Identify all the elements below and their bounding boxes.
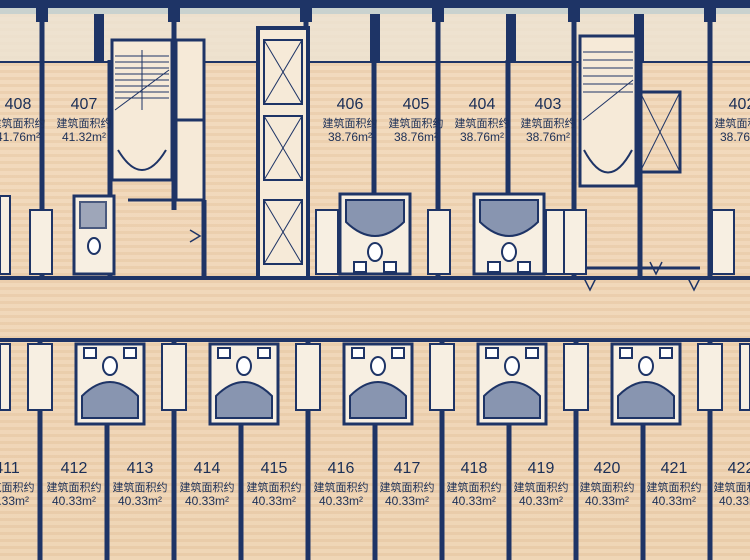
- unit-number: 402: [728, 96, 750, 113]
- unit-number: 407: [70, 96, 98, 113]
- unit-number: 422: [727, 460, 750, 477]
- top-closets: [0, 195, 735, 275]
- unit-area: 40.33m²: [651, 494, 697, 509]
- bottom-fixtures: [83, 347, 673, 376]
- unit-number: 417: [393, 460, 421, 477]
- area-label: 建筑面积约: [322, 118, 378, 131]
- area-label: 建筑面积约: [646, 482, 702, 495]
- stair-core-right: [578, 34, 700, 270]
- elevator-core: [256, 26, 310, 280]
- area-label: 建筑面积约: [246, 482, 302, 495]
- unit-area: 40.33m²: [51, 494, 97, 509]
- balcony-glass-strip: [0, 8, 750, 14]
- unit-number: 403: [534, 96, 562, 113]
- area-label: 建筑面积约: [56, 118, 112, 131]
- unit-number: 406: [336, 96, 364, 113]
- unit-number: 412: [60, 460, 88, 477]
- area-label: 建筑面积约: [46, 482, 102, 495]
- unit-area: 40.33m²: [584, 494, 630, 509]
- area-label: 建筑面积约: [379, 482, 435, 495]
- area-label: 建筑面积约: [513, 482, 569, 495]
- unit-number: 404: [468, 96, 496, 113]
- unit-number: 408: [4, 96, 32, 113]
- area-label: 建筑面积约: [713, 482, 750, 495]
- unit-area: 40.33m²: [318, 494, 364, 509]
- unit-area: 38.76m²: [327, 130, 373, 145]
- stair-core-left: [110, 38, 207, 278]
- area-label: 建筑面积约: [0, 482, 35, 495]
- unit-area: 40.33m²: [518, 494, 564, 509]
- unit-number: 405: [402, 96, 430, 113]
- unit-number: 415: [260, 460, 288, 477]
- unit-number: 418: [460, 460, 488, 477]
- top-fixtures: [87, 237, 531, 273]
- area-label: 建筑面积约: [112, 482, 168, 495]
- unit-area: 41.32m²: [61, 130, 107, 145]
- top-columns: [36, 0, 716, 62]
- area-label: 建筑面积约: [520, 118, 576, 131]
- bottom-shower-trays: [81, 381, 675, 419]
- unit-area: 40.33m²: [117, 494, 163, 509]
- unit-area: 38.76m²: [719, 130, 750, 145]
- door-swings: [189, 229, 701, 292]
- unit-area: 40.33m²: [718, 494, 750, 509]
- area-label: 建筑面积约: [446, 482, 502, 495]
- area-label: 建筑面积约: [179, 482, 235, 495]
- area-label: 建筑面积约: [579, 482, 635, 495]
- area-label: 建筑面积约: [0, 118, 46, 131]
- unit-number: 414: [193, 460, 221, 477]
- unit-area: 40.33m²: [451, 494, 497, 509]
- unit-area: 40.33m²: [184, 494, 230, 509]
- top-shower-trays: [79, 199, 539, 237]
- exterior-wall-top: [0, 0, 750, 8]
- unit-area: 40.33m²: [384, 494, 430, 509]
- area-label: 建筑面积约: [313, 482, 369, 495]
- unit-area: 38.76m²: [459, 130, 505, 145]
- unit-number: 420: [593, 460, 621, 477]
- unit-area: 40.33m²: [0, 494, 30, 509]
- unit-number: 413: [126, 460, 154, 477]
- unit-area: 38.76m²: [525, 130, 571, 145]
- unit-number: 411: [0, 460, 20, 477]
- area-label: 建筑面积约: [714, 118, 750, 131]
- unit-area: 40.33m²: [251, 494, 297, 509]
- unit-number: 416: [327, 460, 355, 477]
- area-label: 建筑面积约: [454, 118, 510, 131]
- area-label: 建筑面积约: [388, 118, 444, 131]
- unit-number: 419: [527, 460, 555, 477]
- unit-area: 38.76m²: [393, 130, 439, 145]
- unit-area: 41.76m²: [0, 130, 41, 145]
- unit-number: 421: [660, 460, 688, 477]
- bottom-closets: [0, 343, 750, 411]
